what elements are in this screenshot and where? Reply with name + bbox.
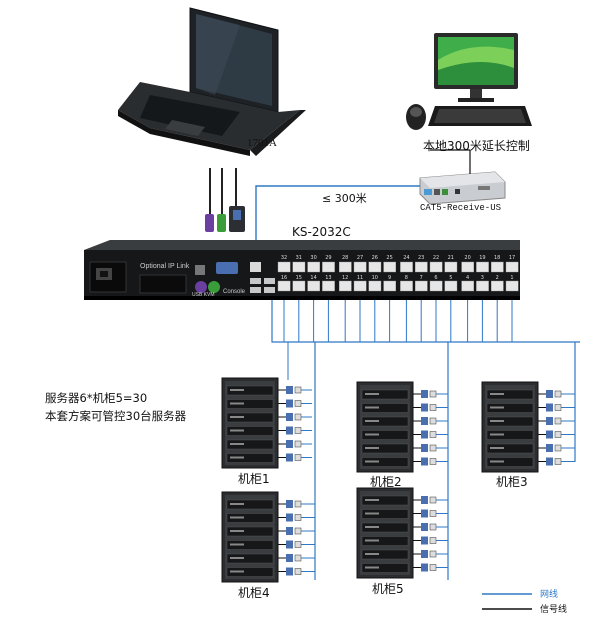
- port-bottom: [307, 280, 321, 292]
- receiver-cable: [255, 185, 420, 266]
- cabinet: [356, 381, 448, 473]
- port-bottom: [368, 280, 382, 292]
- port-top: [444, 261, 458, 273]
- port-bottom: [322, 280, 335, 292]
- optional-ip-label: Optional IP Link: [140, 263, 190, 270]
- port-bottom: [292, 280, 306, 292]
- port-num-top: 30: [310, 255, 316, 261]
- console-label: Console: [223, 289, 246, 295]
- port-num-top: 28: [342, 255, 348, 261]
- summary-line-2: 本套方案可管控30台服务器: [45, 409, 187, 423]
- port-num-bottom: 14: [310, 275, 316, 281]
- port-num-top: 29: [325, 255, 331, 261]
- switch-model-label: KS-2032C: [292, 225, 351, 239]
- port-top: [461, 261, 475, 273]
- legend-signal-label: 信号线: [540, 605, 568, 615]
- legend-network-label: 网线: [540, 590, 559, 600]
- cabinet: [221, 377, 312, 469]
- port-num-top: 23: [418, 255, 424, 261]
- port-num-bottom: 13: [325, 275, 331, 281]
- cabinet-4-label: 机柜4: [238, 586, 270, 600]
- port-num-bottom: 8: [405, 275, 408, 281]
- port-num-top: 19: [479, 255, 485, 261]
- port-num-bottom: 1: [510, 275, 513, 281]
- port-bottom: [505, 280, 519, 292]
- port-bottom: [476, 280, 489, 292]
- port-num-top: 27: [357, 255, 363, 261]
- port-top: [491, 261, 504, 273]
- cabinet-2-label: 机柜2: [370, 475, 402, 489]
- port-bottom: [461, 280, 475, 292]
- port-num-bottom: 6: [434, 275, 437, 281]
- port-num-top: 24: [403, 255, 409, 261]
- distance-label: ≤ 300米: [322, 192, 367, 205]
- port-top: [415, 261, 428, 273]
- port-num-bottom: 10: [372, 275, 378, 281]
- port-top: [476, 261, 489, 273]
- receiver-model-label: CAT5-Receive-US: [420, 203, 502, 213]
- rj45-port-bank: 3216311530142913281227112610259248237226…: [277, 255, 519, 292]
- port-num-bottom: 16: [281, 275, 287, 281]
- port-bottom: [415, 280, 428, 292]
- port-num-bottom: 11: [357, 275, 363, 281]
- port-num-top: 25: [386, 255, 392, 261]
- port-top: [307, 261, 321, 273]
- port-top: [429, 261, 443, 273]
- port-top: [292, 261, 306, 273]
- kvm-switch: [84, 240, 520, 300]
- port-top: [368, 261, 382, 273]
- port-num-bottom: 7: [420, 275, 423, 281]
- port-num-bottom: 2: [496, 275, 499, 281]
- port-num-top: 26: [372, 255, 378, 261]
- port-top: [505, 261, 519, 273]
- port-num-bottom: 15: [296, 275, 302, 281]
- port-num-top: 31: [296, 255, 302, 261]
- usb-kvm-label: USB KVM: [192, 292, 215, 298]
- port-top: [383, 261, 397, 273]
- port-num-top: 18: [494, 255, 500, 261]
- rack-console-1701a: [118, 7, 306, 156]
- port-num-bottom: 3: [481, 275, 484, 281]
- server-cabinets: [221, 377, 575, 583]
- cabinet: [356, 487, 448, 579]
- port-top: [339, 261, 352, 273]
- local-control-label: 本地300米延长控制: [423, 139, 530, 153]
- port-top: [353, 261, 367, 273]
- port-num-bottom: 4: [466, 275, 469, 281]
- cat5-receiver: [419, 171, 506, 205]
- port-num-bottom: 5: [449, 275, 452, 281]
- cabinet-3-label: 机柜3: [496, 475, 528, 489]
- port-bottom: [353, 280, 367, 292]
- port-num-top: 22: [433, 255, 439, 261]
- cabinet-1-label: 机柜1: [238, 472, 270, 486]
- port-bottom: [444, 280, 458, 292]
- port-bottom: [491, 280, 504, 292]
- cabinet: [481, 381, 575, 473]
- port-top: [322, 261, 335, 273]
- desktop-pc: [406, 33, 532, 130]
- port-bottom: [400, 280, 413, 292]
- port-num-bottom: 12: [342, 275, 348, 281]
- console-connectors: [205, 168, 245, 232]
- port-bottom: [383, 280, 397, 292]
- port-bottom: [339, 280, 352, 292]
- port-bottom: [277, 280, 291, 292]
- port-num-bottom: 9: [388, 275, 391, 281]
- laptop-model-label: 1701A: [247, 137, 277, 149]
- port-bottom: [429, 280, 443, 292]
- port-num-top: 32: [281, 255, 287, 261]
- summary-line-1: 服务器6*机柜5=30: [45, 391, 148, 405]
- network-drop-lines: [283, 300, 513, 342]
- port-num-top: 20: [464, 255, 470, 261]
- port-top: [400, 261, 413, 273]
- port-num-top: 21: [448, 255, 454, 261]
- cabinet-5-label: 机柜5: [372, 582, 404, 596]
- cabinet: [221, 491, 315, 583]
- port-num-top: 17: [509, 255, 515, 261]
- port-top: [277, 261, 291, 273]
